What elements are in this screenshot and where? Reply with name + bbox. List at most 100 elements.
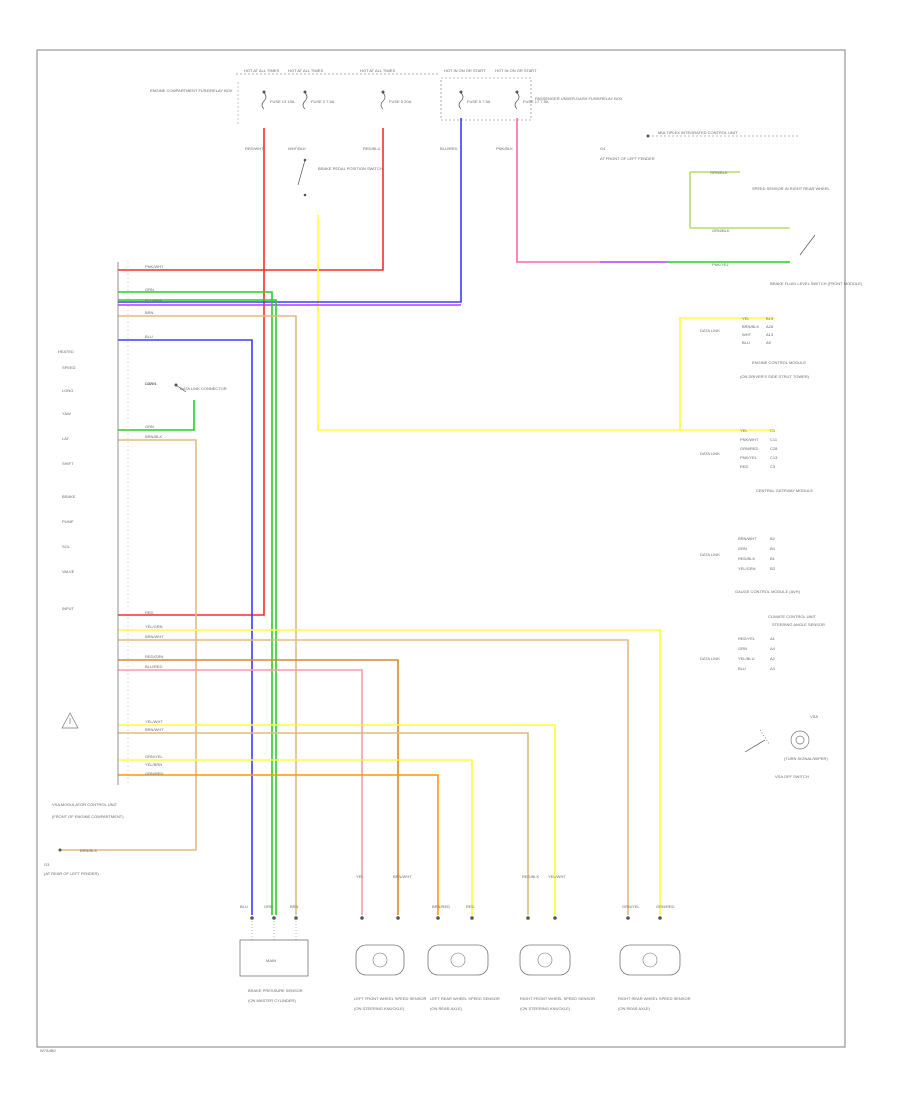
top-wire-label-3: RED/BLU [363, 146, 380, 151]
passenger-fuse-box [440, 77, 532, 121]
svg-text:B3: B3 [770, 566, 776, 571]
left-front-wheel-sensor: LEFT FRONT WHEEL SPEED SENSOR (ON STEERI… [354, 944, 426, 1011]
fuse-header-4: HOT IN ON OR START [444, 68, 486, 73]
vsa-pin-label-3: GRN [145, 287, 154, 292]
svg-text:(AT REAR OF LEFT FENDER): (AT REAR OF LEFT FENDER) [44, 871, 99, 876]
vsa-pin-label-17: BLU/RED [145, 664, 162, 669]
svg-text:VSA: VSA [810, 714, 818, 719]
climate-control-connector: CLIMATE CONTROL UNIT STEERING ANGLE SENS… [700, 614, 825, 671]
legend-item-6: BRAKE [62, 494, 76, 499]
svg-text:(ON DRIVER'S SIDE STRUT TOWER): (ON DRIVER'S SIDE STRUT TOWER) [740, 374, 810, 379]
fuse-2: FUSE 2 7.5A [302, 90, 335, 110]
svg-text:FUSE 9 7.5A: FUSE 9 7.5A [467, 99, 491, 104]
svg-text:BRN/WHT: BRN/WHT [393, 874, 412, 879]
legend-item-8: SOL [62, 544, 71, 549]
svg-text:YEL: YEL [356, 874, 364, 879]
pcm-connector: DATA LINK YEL BRN/BLK WHT BLU B15 A28 A1… [700, 316, 810, 379]
svg-text:G3: G3 [44, 862, 50, 867]
wire-bundle [60, 118, 790, 915]
multiplex-control-unit: MULTIPLEX INTEGRATED CONTROL UNIT G4 AT … [600, 130, 800, 161]
svg-text:MULTIPLEX INTEGRATED CONTROL U: MULTIPLEX INTEGRATED CONTROL UNIT [658, 130, 738, 135]
gateway-connector: DATA LINK YEL PNK/WHT GRN/RED PNK/YEL RE… [700, 428, 813, 493]
svg-text:DATA LINK: DATA LINK [700, 656, 720, 661]
svg-text:RED/BLK: RED/BLK [738, 556, 755, 561]
vsa-pin-label-13: RED [145, 610, 154, 615]
svg-text:FUSE 2 7.5A: FUSE 2 7.5A [311, 99, 335, 104]
svg-text:(TURN SIGNAL/WIPER): (TURN SIGNAL/WIPER) [784, 756, 828, 761]
svg-text:FUSE 5 20A: FUSE 5 20A [389, 99, 412, 104]
svg-text:CLIMATE CONTROL UNIT: CLIMATE CONTROL UNIT [768, 614, 817, 619]
svg-text:(ON REAR AXLE): (ON REAR AXLE) [618, 1006, 651, 1011]
top-wire-label-5: PNK/BLK [496, 146, 513, 151]
fuse-4: FUSE 9 7.5A [458, 90, 491, 110]
svg-text:GRN: GRN [264, 904, 273, 909]
svg-text:GRN: GRN [738, 646, 747, 651]
vsa-pin-label-14: YEL/GRN [145, 624, 163, 629]
fuse-header-5: HOT IN ON OR START [495, 68, 537, 73]
svg-text:YEL/WHT: YEL/WHT [548, 874, 566, 879]
vsa-warning-icon [61, 712, 79, 729]
svg-text:DATA LINK: DATA LINK [700, 552, 720, 557]
fuse-header-1: HOT AT ALL TIMES [244, 68, 279, 73]
top-wire-label-4: BLU/RED [440, 146, 457, 151]
vsa-legend: HEATED SPEED LONG YAW LAT SHIFT BRAKE PU… [58, 349, 76, 611]
fuse-5: FUSE 17 7.5A [514, 90, 549, 110]
svg-text:RIGHT FRONT WHEEL SPEED SENSOR: RIGHT FRONT WHEEL SPEED SENSOR [520, 996, 595, 1001]
vsa-unit-title: VSA MODULATOR CONTROL UNIT [52, 802, 118, 807]
svg-text:DATA LINK CONNECTOR: DATA LINK CONNECTOR [180, 386, 227, 391]
svg-text:G4: G4 [600, 146, 606, 151]
svg-text:C5: C5 [770, 464, 776, 469]
top-wire-label-2: WHT/BLK [288, 146, 306, 151]
vsa-pin-label-4: BLU/PNK [145, 298, 162, 303]
vsa-pin-label-16: RED/GRN [145, 654, 164, 659]
svg-text:A1: A1 [770, 636, 776, 641]
fuse-header-2: HOT AT ALL TIMES [288, 68, 323, 73]
vsa-off-switch: VSA (TURN SIGNAL/WIPER) VSA OFF SWITCH [744, 714, 828, 779]
bottom-connectors: GRN BLU BRN YEL BRN/WHT BRN/RED RED RED/… [240, 874, 675, 920]
svg-text:A13: A13 [766, 332, 774, 337]
svg-text:(ON STEERING KNUCKLE): (ON STEERING KNUCKLE) [354, 1006, 405, 1011]
svg-text:B1: B1 [770, 556, 776, 561]
svg-text:PNK/WHT: PNK/WHT [740, 437, 759, 442]
svg-text:YEL/BLU: YEL/BLU [738, 656, 755, 661]
svg-text:C11: C11 [770, 437, 778, 442]
svg-text:VSA OFF SWITCH: VSA OFF SWITCH [775, 774, 809, 779]
svg-text:BLU: BLU [738, 666, 746, 671]
vsa-unit-location: (FRONT OF ENGINE COMPARTMENT) [52, 814, 124, 819]
svg-text:A4: A4 [770, 646, 776, 651]
diagram-frame [36, 49, 846, 1048]
svg-text:BRN/BLK: BRN/BLK [742, 324, 759, 329]
vsa-pin-label-9: LGRN [145, 381, 156, 386]
legend-item-1: SPEED [62, 365, 76, 370]
svg-text:BRAKE PRESSURE SENSOR: BRAKE PRESSURE SENSOR [248, 988, 303, 993]
legend-item-3: YAW [62, 411, 71, 416]
vsa-pin-label-12: BRN/BLK [145, 434, 162, 439]
svg-text:B4: B4 [770, 546, 776, 551]
svg-text:YEL: YEL [742, 316, 750, 321]
svg-text:RED/YEL: RED/YEL [738, 636, 756, 641]
svg-text:MAIN: MAIN [266, 958, 276, 963]
svg-text:FUSE 17 7.5A: FUSE 17 7.5A [523, 99, 549, 104]
svg-text:STEERING ANGLE SENSOR: STEERING ANGLE SENSOR [772, 622, 825, 627]
svg-text:RED: RED [466, 904, 475, 909]
top-wire-label-1: RED/WHT [245, 146, 264, 151]
svg-text:GAUGE CONTROL MODULE (AVH): GAUGE CONTROL MODULE (AVH) [735, 589, 801, 594]
fuse-3: FUSE 5 20A [380, 90, 412, 110]
svg-text:(ON STEERING KNUCKLE): (ON STEERING KNUCKLE) [520, 1006, 571, 1011]
svg-text:FUSE 13 10A: FUSE 13 10A [270, 99, 295, 104]
vsa-pin-label-22: YEL/BRN [145, 762, 162, 767]
svg-text:A2: A2 [770, 656, 776, 661]
legend-item-2: LONG [62, 388, 73, 393]
right-front-wheel-sensor: RIGHT FRONT WHEEL SPEED SENSOR (ON STEER… [519, 944, 595, 1011]
right-rear-wheel-sensor: RIGHT REAR WHEEL SPEED SENSOR (ON REAR A… [618, 944, 691, 1011]
svg-text:GRN/BLK: GRN/BLK [710, 170, 728, 175]
vsa-pin-label-5: BRN [145, 310, 154, 315]
legend-heading: HEATED [58, 349, 74, 354]
svg-text:A28: A28 [766, 324, 774, 329]
gauge-control-connector: DATA LINK BRN/WHT GRN RED/BLK YEL/GRN B2… [700, 536, 801, 594]
svg-text:LEFT FRONT WHEEL SPEED SENSOR: LEFT FRONT WHEEL SPEED SENSOR [354, 996, 426, 1001]
svg-text:GRN: GRN [738, 546, 747, 551]
svg-text:GRN/RED: GRN/RED [656, 904, 675, 909]
left-rear-wheel-sensor: LEFT REAR WHEEL SPEED SENSOR (ON REAR AX… [427, 944, 500, 1011]
